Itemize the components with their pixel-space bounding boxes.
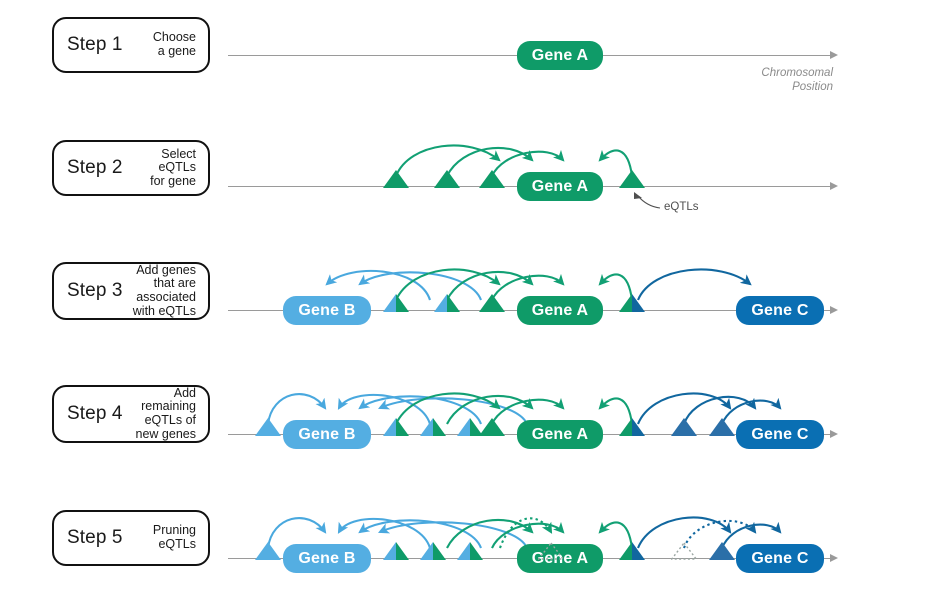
gene-label: Gene C bbox=[751, 549, 809, 567]
eqtls-callout-label: eQTLs bbox=[664, 201, 699, 213]
step-4-description: Add remaining eQTLs of new genes bbox=[135, 385, 196, 441]
gene-pill-gene-b-step-5[interactable]: Gene B bbox=[283, 544, 371, 573]
eqtl-triangle-shared-ba[interactable] bbox=[420, 542, 446, 560]
step-3-number: Step 3 bbox=[67, 280, 123, 301]
eqtl-triangle[interactable] bbox=[255, 542, 281, 560]
eqtl-triangle-shared-ba[interactable] bbox=[383, 542, 409, 560]
step-1-description: Choose a gene bbox=[152, 30, 196, 58]
step-3-description: Add genes that are associated with eQTLs bbox=[132, 262, 196, 318]
axis-arrowhead-step-3 bbox=[830, 305, 838, 314]
gene-pill-gene-a-step-4[interactable]: Gene A bbox=[517, 420, 603, 449]
eqtl-triangle[interactable] bbox=[709, 542, 735, 560]
eqtl-triangle[interactable] bbox=[709, 418, 735, 436]
gene-pill-gene-a-step-5[interactable]: Gene A bbox=[517, 544, 603, 573]
eqtl-triangle[interactable] bbox=[255, 418, 281, 436]
gene-label: Gene A bbox=[531, 549, 589, 567]
eqtl-triangle[interactable] bbox=[479, 170, 505, 188]
gene-label: Gene A bbox=[531, 177, 589, 195]
eqtl-triangle-shared-ba[interactable] bbox=[420, 418, 446, 436]
eqtl-triangle[interactable] bbox=[479, 294, 505, 312]
step-5-description: Pruning eQTLs bbox=[152, 523, 196, 551]
eqtl-triangle[interactable] bbox=[434, 170, 460, 188]
step-1-number: Step 1 bbox=[67, 34, 123, 55]
eqtl-triangle-pruned[interactable] bbox=[538, 542, 564, 560]
eqtl-triangle[interactable] bbox=[671, 418, 697, 436]
step-1-label-box: Step 1 Choose a gene bbox=[52, 17, 210, 73]
gene-pill-gene-a-step-3[interactable]: Gene A bbox=[517, 296, 603, 325]
eqtl-triangle-shared-ac[interactable] bbox=[619, 294, 645, 312]
step-4-number: Step 4 bbox=[67, 403, 123, 424]
step-2-number: Step 2 bbox=[67, 157, 123, 178]
step-5-number: Step 5 bbox=[67, 527, 123, 548]
axis-arrowhead-step-5 bbox=[830, 553, 838, 562]
gene-pill-gene-c-step-3[interactable]: Gene C bbox=[736, 296, 824, 325]
gene-pill-gene-b-step-3[interactable]: Gene B bbox=[283, 296, 371, 325]
gene-pill-gene-a-step-1[interactable]: Gene A bbox=[517, 41, 603, 70]
eqtl-triangle[interactable] bbox=[619, 170, 645, 188]
gene-pill-gene-a-step-2[interactable]: Gene A bbox=[517, 172, 603, 201]
eqtl-triangle[interactable] bbox=[479, 418, 505, 436]
gene-label: Gene C bbox=[751, 425, 809, 443]
eqtl-triangle-shared-ba[interactable] bbox=[383, 294, 409, 312]
gene-pill-gene-c-step-4[interactable]: Gene C bbox=[736, 420, 824, 449]
gene-pill-gene-c-step-5[interactable]: Gene C bbox=[736, 544, 824, 573]
chromosomal-position-label: Chromosomal Position bbox=[761, 67, 833, 93]
eqtl-triangle-shared-ba[interactable] bbox=[383, 418, 409, 436]
eqtl-triangle-shared-ac[interactable] bbox=[619, 418, 645, 436]
step-4-label-box: Step 4 Add remaining eQTLs of new genes bbox=[52, 385, 210, 443]
gene-label: Gene A bbox=[531, 425, 589, 443]
gene-label: Gene A bbox=[531, 46, 589, 64]
axis-arrowhead-step-2 bbox=[830, 181, 838, 190]
axis-arrowhead-step-1 bbox=[830, 50, 838, 59]
eqtl-triangle-pruned[interactable] bbox=[671, 542, 697, 560]
gene-label: Gene B bbox=[298, 549, 356, 567]
step-2-label-box: Step 2 Select eQTLs for gene bbox=[52, 140, 210, 196]
eqtl-triangle-shared-ba[interactable] bbox=[434, 294, 460, 312]
gene-label: Gene B bbox=[298, 425, 356, 443]
axis-arrowhead-step-4 bbox=[830, 429, 838, 438]
gene-label: Gene C bbox=[751, 301, 809, 319]
eqtl-triangle-shared-ba[interactable] bbox=[457, 542, 483, 560]
step-3-label-box: Step 3 Add genes that are associated wit… bbox=[52, 262, 210, 320]
gene-label: Gene A bbox=[531, 301, 589, 319]
gene-pill-gene-b-step-4[interactable]: Gene B bbox=[283, 420, 371, 449]
eqtl-triangle-shared-ba[interactable] bbox=[457, 418, 483, 436]
eqtl-triangle[interactable] bbox=[383, 170, 409, 188]
eqtl-triangle-shared-ac[interactable] bbox=[619, 542, 645, 560]
gene-label: Gene B bbox=[298, 301, 356, 319]
step-5-label-box: Step 5 Pruning eQTLs bbox=[52, 510, 210, 566]
step-2-description: Select eQTLs for gene bbox=[150, 146, 196, 188]
